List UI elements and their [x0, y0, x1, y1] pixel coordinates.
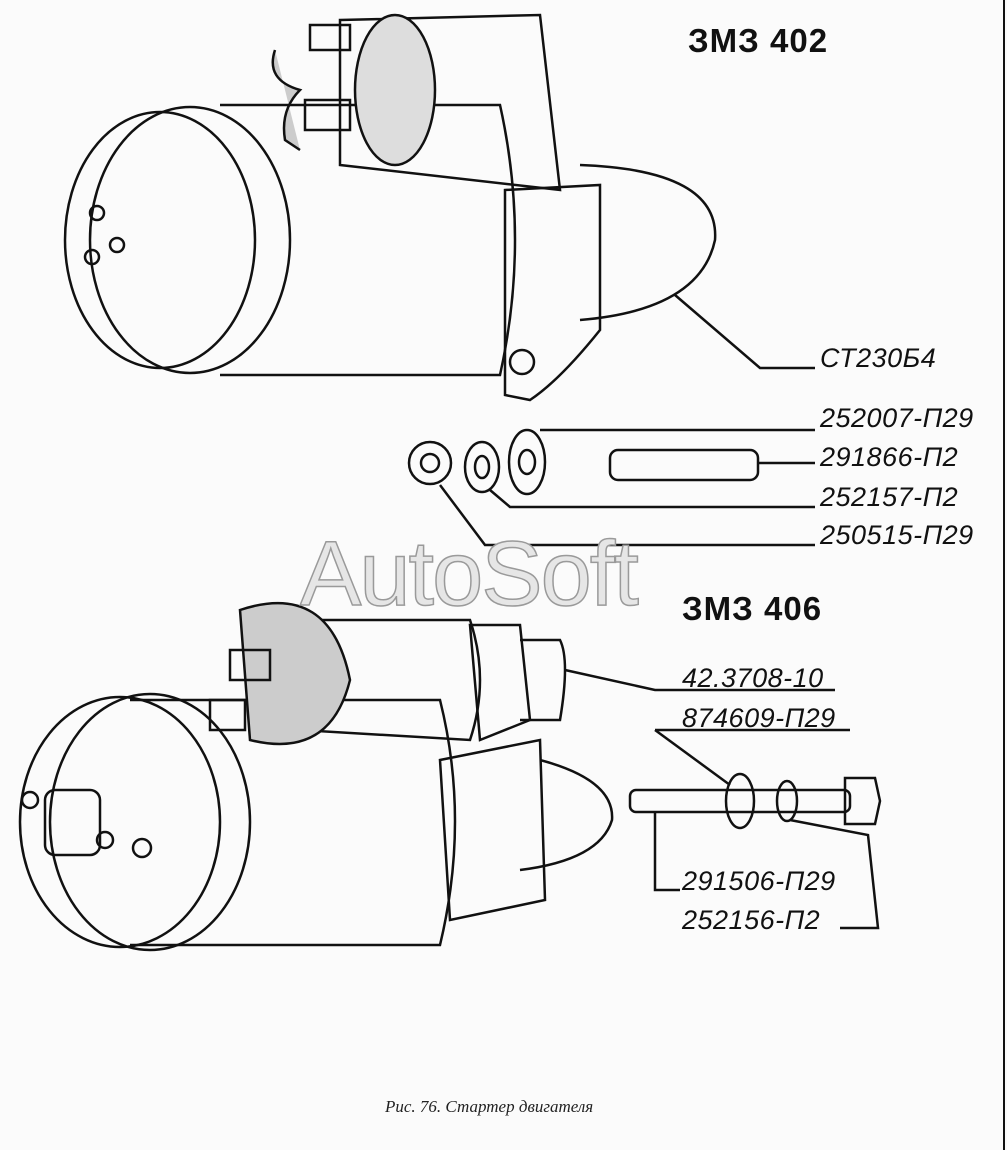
label-nut: 250515-П29: [820, 520, 974, 550]
end-cap: [63, 110, 257, 370]
leader-ct230b4: [674, 294, 815, 370]
label-bolt: 291506-П29: [682, 866, 836, 896]
label-lock-washer: 252157-П2: [820, 482, 959, 512]
title-zmz-406: ЗМЗ 406: [682, 590, 823, 627]
solenoid-boot: [353, 13, 437, 167]
starter-402-drawing: [63, 13, 815, 402]
end-cap-rim: [88, 105, 292, 375]
label-stud: 291866-П2: [820, 442, 959, 472]
fasteners-402: [407, 428, 815, 547]
label-starter-406: 42.3708-10: [682, 663, 824, 693]
motor-body: [220, 103, 517, 377]
label-washer-406: 874609-П29: [682, 703, 836, 733]
title-zmz-402: ЗМЗ 402: [688, 22, 829, 59]
label-lock-washer-406: 252156-П2: [682, 905, 821, 935]
solenoid: [338, 13, 562, 192]
flange-hole: [508, 348, 536, 376]
fasteners-406: [628, 728, 882, 930]
starter-406-drawing: [18, 601, 835, 952]
stud: [608, 448, 760, 482]
label-starter-402: СТ230Б4: [820, 343, 937, 373]
label-washer: 252007-П29: [820, 403, 974, 433]
motor-body-406: [130, 698, 457, 947]
page-border: [1003, 0, 1005, 1150]
drive-housing: [579, 163, 717, 322]
solenoid-406: [238, 601, 352, 746]
figure-caption: Рис. 76. Стартер двигателя: [385, 1097, 594, 1116]
leader-42-3708: [564, 668, 835, 692]
watermark: AutoSoft: [299, 522, 639, 626]
mounting-flange: [503, 183, 602, 402]
